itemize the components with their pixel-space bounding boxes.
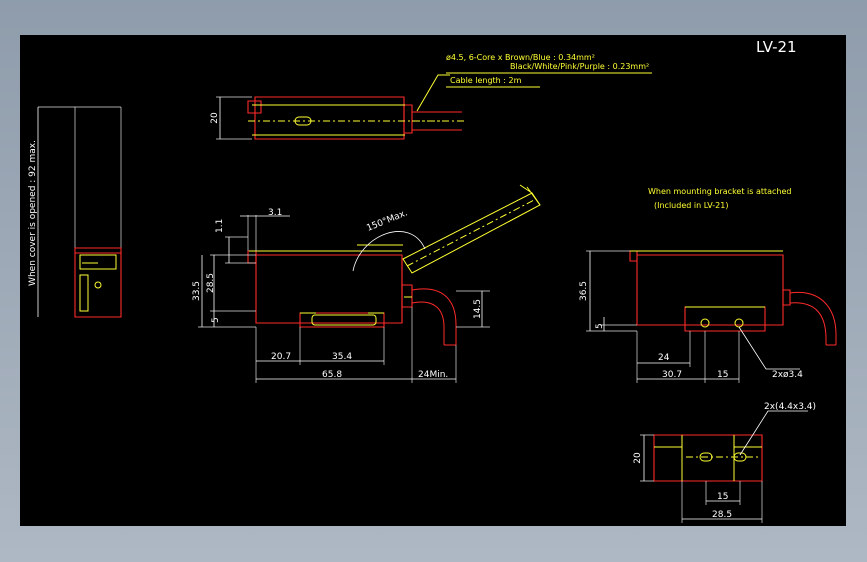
dim-total-length: 65.8 bbox=[322, 370, 342, 380]
dim-body-height: 28.5 bbox=[206, 273, 216, 293]
top-view: 20 bbox=[210, 74, 464, 140]
cable-note-line2: Black/White/Pink/Purple : 0.23mm² bbox=[510, 62, 649, 71]
dim-top-height: 20 bbox=[210, 112, 220, 124]
dim-slot-spacing: 15 bbox=[717, 492, 728, 502]
dim-cable-min: 24Min. bbox=[418, 370, 448, 380]
drawing-title: LV-21 bbox=[756, 38, 797, 56]
bracket-note-line2: (Included in LV-21) bbox=[654, 201, 728, 210]
dim-bracket-height: 20 bbox=[633, 452, 643, 464]
bracket-detail-view: 2x(4.4x3.4) 20 15 28.5 bbox=[633, 402, 816, 523]
side-view-note: When cover is opened : 92 max. bbox=[28, 140, 38, 286]
drawing-canvas: LV-21 20 ø4.5, 6-Core x Brown/Blue : 0.3… bbox=[20, 35, 846, 526]
dim-bracket-base: 5 bbox=[595, 323, 605, 329]
dim-cover-height: 1.1 bbox=[215, 219, 225, 233]
cable-note-line1: ø4.5, 6-Core x Brown/Blue : 0.34mm² bbox=[446, 53, 595, 62]
bracket-attached-view: When mounting bracket is attached (Inclu… bbox=[579, 187, 837, 383]
dim-bracket-length: 28.5 bbox=[712, 510, 732, 520]
technical-drawing: LV-21 20 ø4.5, 6-Core x Brown/Blue : 0.3… bbox=[28, 38, 837, 523]
dim-bracket-pos: 20.7 bbox=[271, 352, 291, 362]
dim-bracket-width: 35.4 bbox=[332, 352, 352, 362]
front-view: 150°Max. 1.1 33.5 28.5 5 3.1 14.5 20.7 3… bbox=[192, 184, 541, 383]
dim-bracket-hole-pos: 30.7 bbox=[662, 370, 682, 380]
dim-bracket-total-height: 36.5 bbox=[579, 281, 589, 301]
dim-bracket-offset: 24 bbox=[658, 353, 670, 363]
angle-label: 150°Max. bbox=[365, 208, 409, 233]
cable-note: ø4.5, 6-Core x Brown/Blue : 0.34mm² Blac… bbox=[446, 53, 652, 88]
dim-slots: 2x(4.4x3.4) bbox=[764, 402, 816, 412]
dim-top-offset: 3.1 bbox=[268, 208, 282, 218]
dim-bracket-hole-spacing: 15 bbox=[717, 370, 728, 380]
dim-cable-height: 14.5 bbox=[473, 299, 483, 319]
cable-note-line3: Cable length : 2m bbox=[450, 76, 522, 85]
dim-holes: 2xø3.4 bbox=[772, 370, 803, 380]
dim-base-height: 5 bbox=[211, 317, 221, 323]
left-side-view: When cover is opened : 92 max. bbox=[28, 106, 122, 318]
bracket-note-line1: When mounting bracket is attached bbox=[648, 187, 792, 196]
dim-total-height: 33.5 bbox=[192, 281, 202, 301]
